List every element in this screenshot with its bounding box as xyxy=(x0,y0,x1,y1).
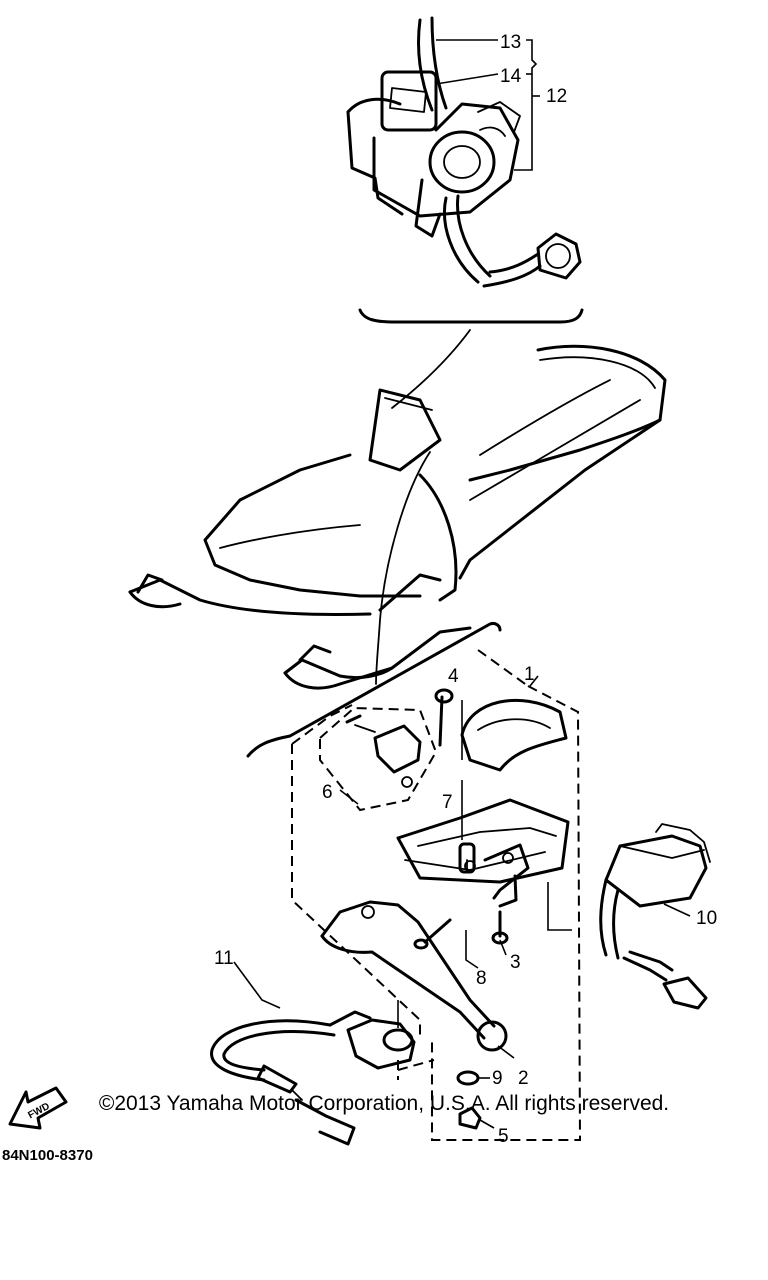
callout-11: 11 xyxy=(214,948,234,969)
callout-9: 9 xyxy=(492,1068,503,1089)
throttle-housing xyxy=(320,688,570,1130)
group-outline-1 xyxy=(291,649,582,1141)
callout-4: 4 xyxy=(448,666,459,687)
callout-12: 12 xyxy=(546,86,567,107)
electrical-unit-10 xyxy=(599,823,711,1010)
leader-lines xyxy=(233,39,691,1129)
group-outline-6 xyxy=(319,706,438,812)
callout-10: 10 xyxy=(696,908,717,929)
callout-numbers: 13 14 12 1 4 7 6 10 8 3 11 2 9 5 xyxy=(214,32,717,1147)
callout-13: 13 xyxy=(500,32,521,53)
callout-14: 14 xyxy=(500,66,522,87)
snowmobile-body xyxy=(128,344,667,690)
callout-7: 7 xyxy=(442,792,453,813)
callout-8: 8 xyxy=(476,968,487,989)
diagram-code: 84N100-8370 xyxy=(2,1147,93,1164)
group-bracket-lower xyxy=(246,622,502,758)
handlebar-switch-assembly xyxy=(346,16,582,288)
cable-route-lower xyxy=(375,451,431,685)
copyright-notice: ©2013 Yamaha Motor Corporation, U.S.A. A… xyxy=(98,1092,670,1115)
callout-2: 2 xyxy=(518,1068,529,1089)
callout-5: 5 xyxy=(498,1126,509,1147)
group-bracket-upper xyxy=(358,308,584,324)
callout-6: 6 xyxy=(322,782,333,803)
callout-3: 3 xyxy=(510,952,521,973)
cable-route-upper xyxy=(391,329,471,409)
callout-1: 1 xyxy=(524,664,535,685)
throttle-sensor-cable xyxy=(210,1010,416,1146)
